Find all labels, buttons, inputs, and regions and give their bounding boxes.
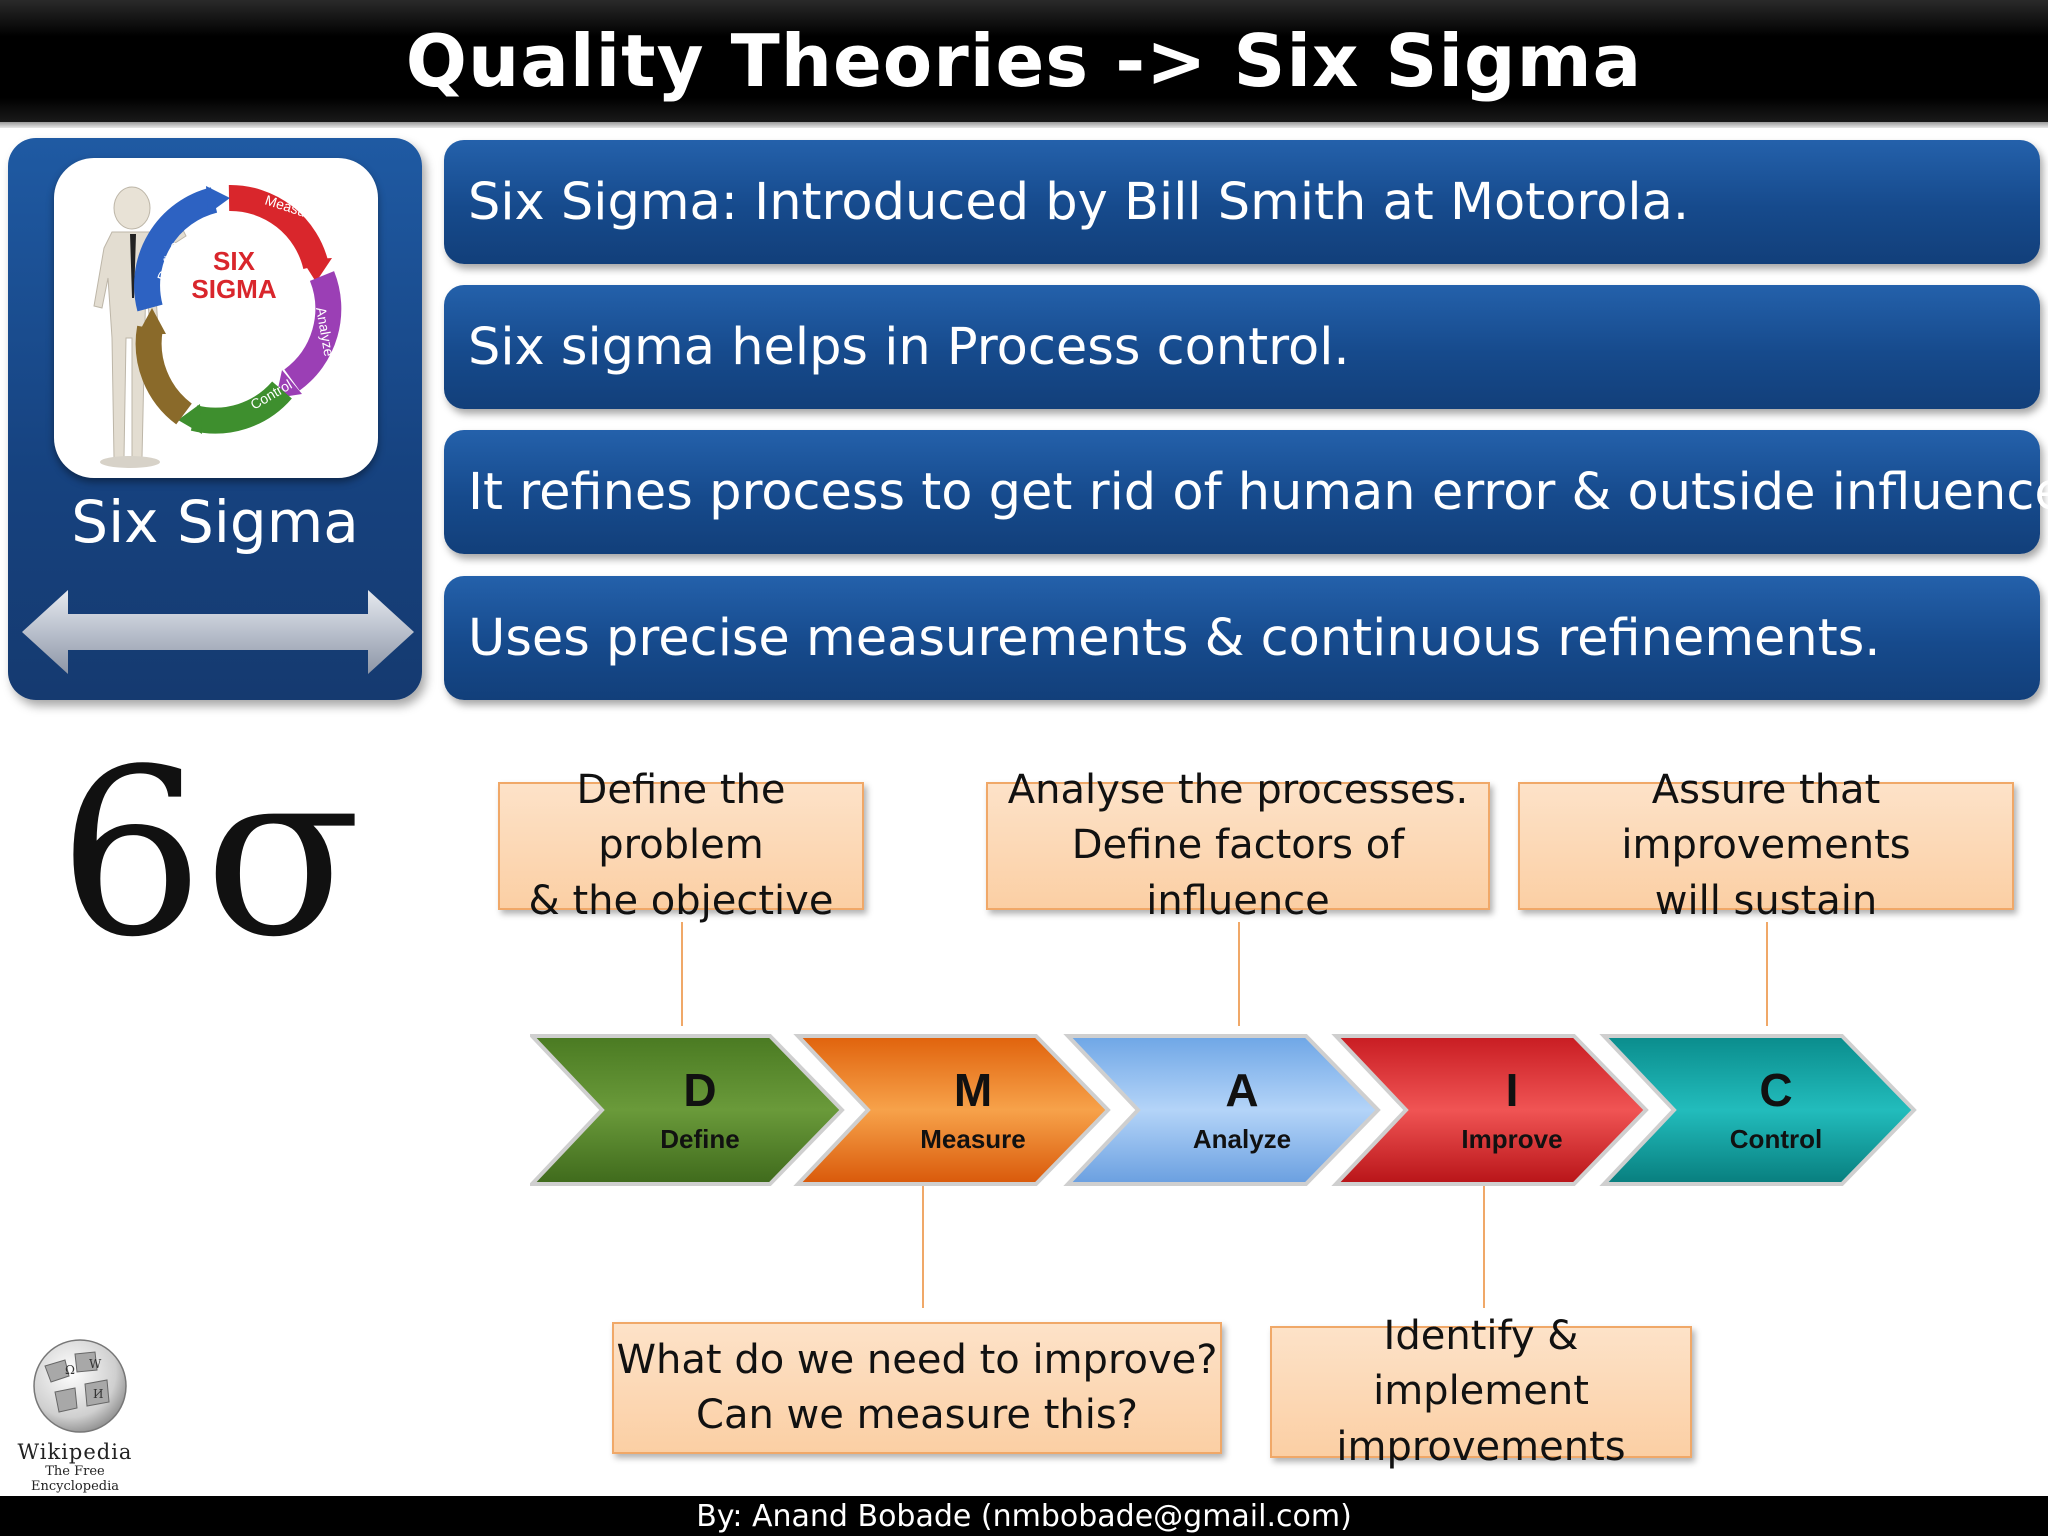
chevron-letter: D: [683, 1064, 716, 1116]
svg-text:W: W: [89, 1357, 102, 1371]
wikipedia-wordmark: Wikipedia: [17, 1440, 133, 1464]
connector-measure: [922, 1180, 924, 1308]
svg-text:Ω: Ω: [65, 1363, 75, 1377]
callout-control: Assure that improvements will sustain: [1518, 767, 2014, 924]
info-box-process-control: Six sigma helps in Process control.: [444, 285, 2040, 409]
info-text: Uses precise measurements & continuous r…: [468, 608, 1881, 668]
callout-line: Analyse the processes.: [1007, 767, 1469, 814]
callout-line: Assure that improvements: [1621, 767, 1911, 869]
six-sigma-cycle-icon: SIX SIGMA Measure Analyze Control Improv…: [93, 184, 342, 468]
callout-line: Define factors of influence: [1071, 822, 1405, 924]
dmaic-chevrons: D Define M Measure A Analyze I Improve C…: [530, 1034, 1917, 1186]
wikipedia-tagline: The Free Encyclopedia: [31, 1464, 119, 1494]
callout-improve: Identify & implement improvements: [1270, 1313, 1692, 1470]
chevron-letter: M: [954, 1064, 992, 1116]
callout-line: improvements: [1336, 1423, 1626, 1470]
chevron-measure: M Measure: [793, 1034, 1111, 1186]
svg-text:И: И: [93, 1387, 103, 1401]
callout-measure: What do we need to improve? Can we measu…: [612, 1322, 1222, 1454]
callout-line: Define the problem: [576, 767, 786, 869]
info-text: It refines process to get rid of human e…: [468, 462, 2048, 522]
title-bar: Quality Theories -> Six Sigma: [0, 0, 2048, 122]
logo-sigma-text: SIGMA: [191, 274, 276, 304]
six-sigma-symbol: 6σ: [58, 721, 362, 988]
chevron-define: D Define: [530, 1034, 845, 1186]
callout-define: Define the problem & the objective: [498, 767, 864, 924]
logo-six-text: SIX: [213, 246, 256, 276]
chevron-label: Analyze: [1193, 1124, 1291, 1154]
footer-bar: By: Anand Bobade (nmbobade@gmail.com): [0, 1496, 2048, 1536]
callout-line: & the objective: [528, 877, 834, 924]
title-divider: [0, 122, 2048, 128]
chevron-analyze: A Analyze: [1063, 1034, 1381, 1186]
chevron-label: Improve: [1461, 1124, 1562, 1154]
callout-analyze: Analyse the processes. Define factors of…: [986, 767, 1490, 924]
callout-line: will sustain: [1654, 877, 1878, 924]
wikipedia-logo: Ω W И Wikipedia The Free Encyclopedia: [10, 1336, 140, 1494]
footer-credit: By: Anand Bobade (nmbobade@gmail.com): [696, 1498, 1352, 1534]
info-box-measurements: Uses precise measurements & continuous r…: [444, 576, 2040, 700]
info-box-introduced: Six Sigma: Introduced by Bill Smith at M…: [444, 140, 2040, 264]
six-sigma-logo: SIX SIGMA Measure Analyze Control Improv…: [54, 158, 378, 478]
double-arrow-icon: [22, 590, 414, 674]
chevron-letter: C: [1759, 1064, 1792, 1116]
chevron-improve: I Improve: [1331, 1034, 1649, 1186]
chevron-letter: A: [1225, 1064, 1258, 1116]
callout-line: What do we need to improve?: [616, 1336, 1218, 1383]
chevron-control: C Control: [1599, 1034, 1917, 1186]
info-text: Six sigma helps in Process control.: [468, 317, 1350, 377]
chevron-label: Define: [660, 1124, 739, 1154]
connector-define: [681, 922, 683, 1026]
six-sigma-panel: SIX SIGMA Measure Analyze Control Improv…: [8, 138, 422, 700]
connector-analyze: [1238, 922, 1240, 1026]
six-sigma-caption: Six Sigma: [71, 488, 359, 556]
callout-line: Can we measure this?: [696, 1392, 1138, 1438]
chevron-letter: I: [1506, 1064, 1519, 1116]
chevron-label: Measure: [920, 1124, 1026, 1154]
connector-improve: [1483, 1180, 1485, 1308]
info-box-refines: It refines process to get rid of human e…: [444, 430, 2048, 554]
wikipedia-globe-icon: Ω W И: [33, 1339, 127, 1433]
info-text: Six Sigma: Introduced by Bill Smith at M…: [468, 172, 1690, 232]
chevron-label: Control: [1730, 1124, 1822, 1154]
slide-title: Quality Theories -> Six Sigma: [405, 19, 1643, 103]
callout-line: Identify & implement: [1373, 1313, 1589, 1415]
connector-control: [1766, 922, 1768, 1026]
